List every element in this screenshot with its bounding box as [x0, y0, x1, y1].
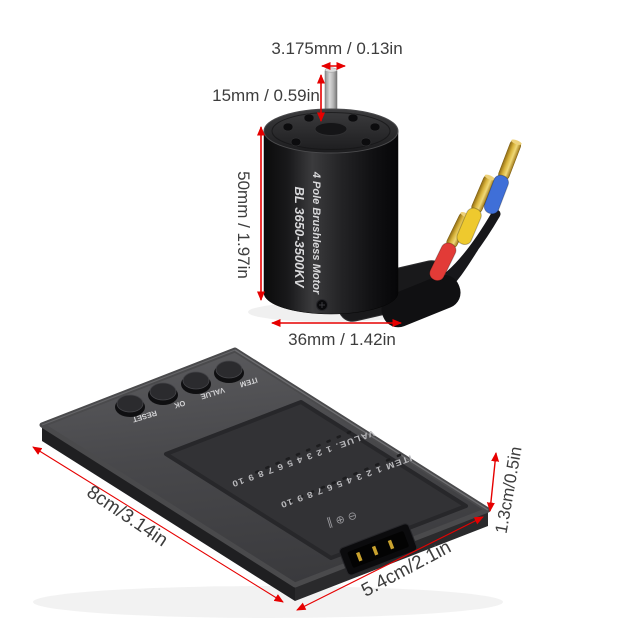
card-thickness-label: 1.3cm/0.5in — [492, 445, 526, 535]
connector-tip — [511, 139, 522, 145]
card-shadow — [33, 586, 503, 618]
cap-vent-holes — [282, 113, 381, 147]
heatshrink-blue — [483, 174, 509, 215]
shaft-diameter-label: 3.175mm / 0.13in — [271, 39, 402, 58]
button-ok-label: OK — [172, 398, 186, 410]
clamp-shape — [381, 274, 461, 328]
connector-tip — [484, 174, 495, 181]
button-top — [215, 360, 243, 379]
screw-slot — [319, 302, 325, 308]
shaft-top — [324, 67, 338, 73]
vent-hole — [282, 122, 294, 132]
card-edge-highlight — [234, 349, 489, 511]
cap-rim — [271, 112, 391, 150]
connector-pin — [498, 140, 522, 180]
vent-hole — [303, 113, 315, 123]
card-edge-highlight-2 — [41, 349, 236, 426]
vent-hole — [347, 113, 359, 123]
button-top — [149, 382, 177, 401]
vent-hole — [290, 137, 302, 147]
motor-can — [263, 130, 399, 315]
shaft-length-label: 15mm / 0.59in — [212, 86, 320, 105]
motor-type-label: 4 Pole Brushless Motor — [310, 171, 322, 295]
heatshrink-red — [429, 242, 457, 282]
motor-height-label: 50mm / 1.97in — [234, 171, 253, 279]
heatshrink-yellow — [456, 207, 482, 246]
motor-model-label: BL 3650-3500KV — [292, 187, 307, 289]
vent-hole — [369, 122, 381, 132]
button-top — [182, 371, 210, 390]
shaft-boss — [314, 122, 348, 136]
bullet-connector-blue — [483, 139, 522, 215]
vent-hole — [360, 137, 372, 147]
card-length-line — [32, 446, 284, 603]
card-buttons: RESET OK VALUE ITEM — [115, 360, 259, 424]
bullet-connector-yellow — [456, 174, 495, 246]
card-width-line — [296, 516, 484, 611]
motor-diameter-label: 36mm / 1.42in — [288, 330, 396, 349]
button-top — [116, 394, 144, 413]
card-thickness-arrow — [486, 452, 500, 512]
item-led-holes — [286, 453, 402, 504]
button-ok: OK — [148, 382, 186, 411]
brushless-motor: BL 3650-3500KV 4 Pole Brushless Motor — [248, 67, 522, 328]
motor-dimensions: 3.175mm / 0.13in 15mm / 0.59in 50mm / 1.… — [212, 39, 403, 349]
esc-program-card: RESET OK VALUE ITEM VALUE. 1 2 — [33, 347, 503, 618]
